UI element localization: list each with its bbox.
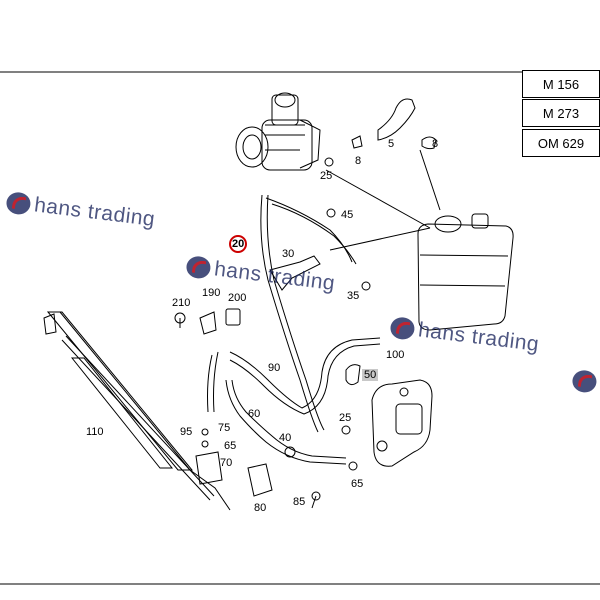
part-label-95[interactable]: 95	[180, 426, 193, 438]
part-label-30[interactable]: 30	[282, 248, 295, 260]
part-label-60[interactable]: 60	[248, 408, 261, 420]
fluid-reservoir[interactable]	[417, 213, 514, 331]
engine-variant-om629[interactable]: OM 629	[522, 129, 600, 157]
part-label-25[interactable]: 25	[320, 170, 333, 182]
part-label-110[interactable]: 110	[86, 426, 104, 438]
hans-trading-logo-icon	[5, 191, 32, 217]
highlight-circle	[229, 235, 247, 253]
oil-cooler[interactable]	[43, 311, 231, 511]
steering-gear[interactable]	[371, 379, 433, 467]
engine-variant-m273[interactable]: M 273	[522, 99, 600, 127]
return-hose[interactable]	[207, 337, 381, 415]
part-label-40[interactable]: 40	[279, 432, 292, 444]
hans-trading-logo-icon	[389, 316, 416, 342]
watermark-4	[571, 368, 600, 395]
part-label-100[interactable]: 100	[386, 349, 405, 361]
part-label-25b[interactable]: 25	[339, 412, 352, 424]
part-label-190[interactable]: 190	[202, 287, 221, 299]
part-label-20[interactable]: 20	[232, 238, 245, 250]
part-label-5[interactable]: 5	[388, 138, 395, 150]
hans-trading-logo-icon	[571, 369, 598, 395]
part-label-200[interactable]: 200	[228, 292, 247, 304]
part-label-80[interactable]: 80	[254, 502, 267, 514]
pressure-hose[interactable]	[260, 194, 357, 433]
part-label-65b[interactable]: 65	[351, 478, 364, 490]
part-label-75[interactable]: 75	[218, 422, 231, 434]
part-label-210[interactable]: 210	[172, 297, 191, 309]
part-label-8b[interactable]: 8	[432, 138, 439, 150]
part-label-70[interactable]: 70	[220, 457, 233, 469]
part-label-45[interactable]: 45	[341, 209, 354, 221]
part-label-90[interactable]: 90	[268, 362, 281, 374]
part-label-65[interactable]: 65	[224, 440, 237, 452]
part-label-85[interactable]: 85	[293, 496, 306, 508]
part-label-8[interactable]: 8	[355, 155, 362, 167]
steering-pump[interactable]	[235, 92, 321, 171]
part-label-50[interactable]: 50	[362, 369, 379, 381]
hans-trading-logo-icon	[185, 255, 212, 281]
engine-variant-m156[interactable]: M 156	[522, 70, 600, 98]
part-label-35[interactable]: 35	[347, 290, 360, 302]
